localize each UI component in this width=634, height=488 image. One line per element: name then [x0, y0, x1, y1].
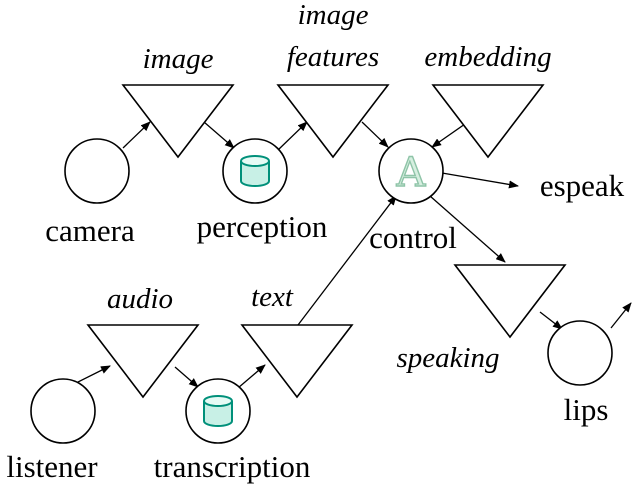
topic-text-label: text	[251, 281, 294, 313]
edge-image-perception	[203, 121, 235, 149]
database-icon	[203, 395, 233, 427]
edge-transcription-text	[237, 364, 266, 389]
topic-audio-label: audio	[107, 283, 173, 315]
node-lips-label: lips	[564, 392, 609, 427]
edge-speaking-lips	[539, 311, 563, 330]
topic-image-features-triangle[interactable]	[276, 84, 390, 159]
topic-speaking-triangle[interactable]	[453, 264, 567, 339]
topic-audio-triangle[interactable]	[86, 324, 200, 399]
edge-control-espeak	[441, 172, 519, 189]
node-listener-circle[interactable]	[30, 378, 96, 444]
node-camera-circle[interactable]	[64, 138, 130, 204]
edge-control-speaking	[429, 195, 506, 263]
edge-text-control	[297, 195, 397, 326]
edge-lips-outgoing	[610, 302, 632, 329]
node-control-label: control	[369, 220, 457, 255]
edge-perception-image-features	[277, 121, 308, 151]
edge-camera-image	[122, 121, 151, 149]
node-espeak-label: espeak	[540, 168, 625, 203]
topic-speaking-label: speaking	[396, 342, 499, 374]
edge-image-features-control	[361, 121, 389, 148]
topic-embedding-label: embedding	[424, 41, 551, 73]
database-icon	[240, 155, 270, 187]
topic-image-features-label-line2: features	[287, 41, 379, 73]
topic-image-label: image	[143, 43, 214, 75]
topic-image-triangle[interactable]	[121, 84, 235, 159]
node-camera-label: camera	[45, 213, 135, 248]
topic-embedding-triangle[interactable]	[431, 84, 545, 159]
node-lips-circle[interactable]	[547, 320, 613, 386]
letter-a-icon: A	[396, 150, 427, 196]
node-transcription-label: transcription	[154, 449, 311, 484]
node-perception-label: perception	[197, 209, 328, 244]
topic-image-features-label-line1: image	[298, 0, 369, 31]
edge-audio-transcription	[174, 366, 199, 388]
node-control-circle[interactable]	[378, 138, 444, 204]
edge-embedding-control	[431, 123, 466, 148]
topic-text-triangle[interactable]	[240, 324, 354, 399]
node-listener-label: listener	[6, 449, 98, 484]
